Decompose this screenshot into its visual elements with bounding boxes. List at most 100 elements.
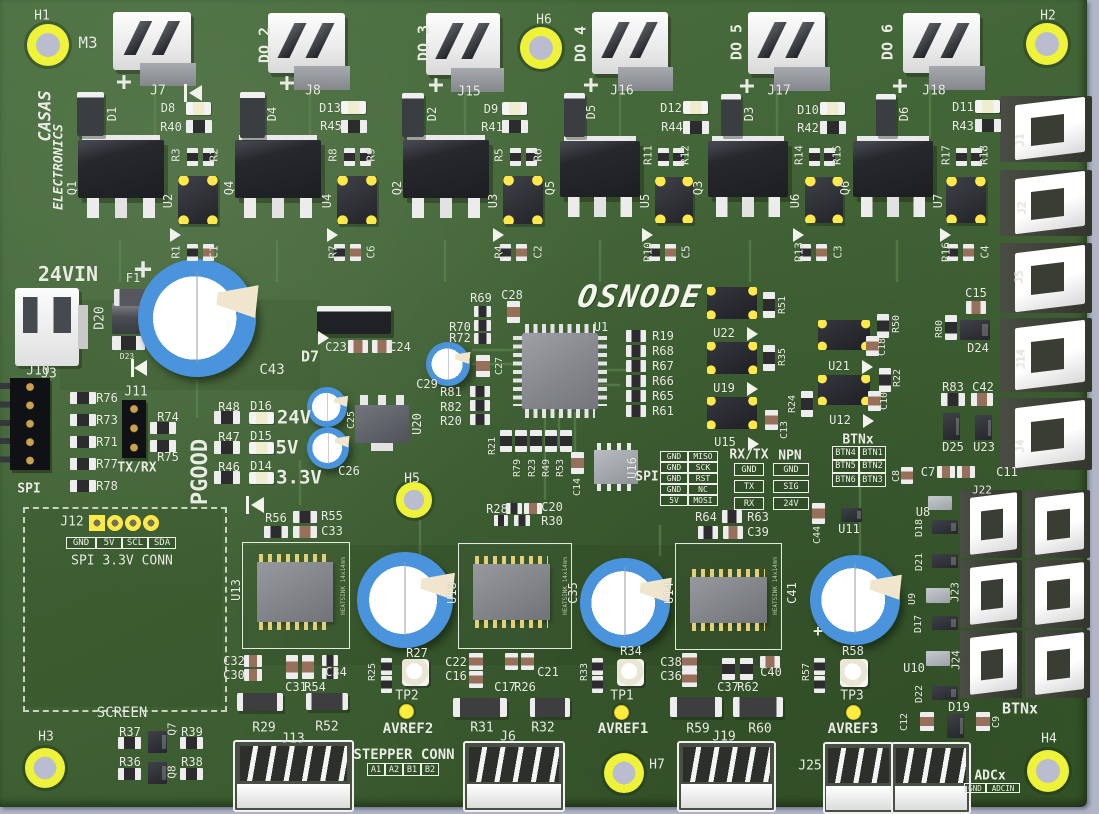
- tri-234: [748, 437, 759, 451]
- silkscreen-r69: R69: [470, 291, 492, 305]
- sotd-63: [841, 508, 862, 522]
- silkscreen-u11: U11: [838, 522, 860, 536]
- capv-202: [516, 244, 527, 261]
- pin-cell-nc: NC: [688, 484, 718, 495]
- capv-203: [665, 244, 676, 261]
- silkscreen-c40: C40: [760, 665, 782, 679]
- silkscreen-r54: R54: [304, 680, 326, 694]
- conn-top-17: [592, 12, 673, 92]
- caph-159: [966, 301, 986, 314]
- silkscreen-r71: R71: [96, 435, 118, 449]
- capv-206: [476, 355, 490, 377]
- resv-198: [722, 658, 735, 680]
- electrolytic-capacitor-89: [580, 558, 670, 648]
- silkscreen-c15: C15: [965, 286, 987, 300]
- silkscreen-r49: R49: [541, 458, 552, 478]
- silkscreen-q1: Q1: [65, 180, 79, 196]
- silkscreen-r83: R83: [942, 380, 964, 394]
- silkscreen-c38: C38: [660, 655, 682, 669]
- sot23-47: [805, 177, 843, 223]
- resh-154: [322, 668, 338, 679]
- pin-cell-adcin: ADCIN: [986, 783, 1020, 793]
- resv-177: [592, 676, 603, 693]
- ledh-103: [249, 412, 274, 424]
- resv-199: [740, 658, 753, 680]
- opto-51: [707, 397, 757, 429]
- silkscreen-do-6: DO 6: [878, 23, 897, 61]
- silkscreen-r79: R79: [512, 458, 523, 478]
- silkscreen-c27: C27: [494, 356, 505, 376]
- silkscreen-r38: R38: [181, 755, 203, 769]
- npn-pinout-row: SIG: [773, 480, 809, 493]
- silkscreen-c41: C41: [785, 582, 799, 604]
- silkscreen-h6: H6: [536, 12, 552, 28]
- dflat-76: [402, 93, 424, 137]
- resh-123: [214, 441, 240, 454]
- mounting-hole-0: [27, 24, 69, 66]
- silkscreen-d17: D17: [913, 614, 924, 634]
- silkscreen-r8: R8: [326, 148, 340, 162]
- sotd-65: [943, 413, 960, 440]
- tri-229: [642, 228, 653, 242]
- opto-50: [707, 342, 757, 374]
- silkscreen-btnx: BTNx: [842, 432, 874, 448]
- dashedbox-244: [23, 507, 227, 712]
- silkscreen-x: +: [133, 252, 153, 287]
- silkscreen-j22: J22: [972, 483, 992, 497]
- ledh-100: [683, 101, 708, 114]
- conn-bot-32: [463, 741, 565, 812]
- silkscreen-j12: J12: [60, 514, 84, 530]
- silkscreen-j6: J6: [500, 729, 516, 745]
- silkscreen-r53: R53: [555, 458, 566, 478]
- silkscreen-c9: C9: [991, 715, 1002, 729]
- resv-172: [879, 368, 891, 392]
- caph-156: [372, 340, 392, 353]
- opto-49: [707, 287, 757, 319]
- mounting-hole-3: [396, 482, 432, 518]
- silkscreen-x: +: [813, 621, 823, 640]
- capv-214: [469, 653, 483, 670]
- sotd-72: [932, 686, 958, 700]
- conn-bot-35: [891, 742, 971, 814]
- pin-cell-b2: B2: [421, 763, 439, 776]
- silkscreen-do-5: DO 5: [727, 23, 746, 61]
- silkscreen-r39: R39: [181, 725, 203, 739]
- soic-57: [690, 569, 767, 631]
- silkscreen-r40: R40: [160, 120, 182, 134]
- ledbig-108: [840, 659, 868, 687]
- silkscreen-u1: U1: [593, 320, 609, 334]
- silkscreen-x: +: [428, 70, 444, 100]
- resh-125: [506, 503, 522, 514]
- test-point-11: [398, 703, 414, 719]
- silkscreen-r77: R77: [96, 457, 118, 471]
- tri-231: [940, 228, 951, 242]
- ledh-104: [249, 442, 274, 454]
- silkscreen-c29: C29: [416, 377, 438, 391]
- capv-221: [901, 467, 913, 484]
- mounting-hole-1: [520, 27, 562, 69]
- silkscreen-c17: C17: [494, 680, 516, 694]
- conn-right-27: [960, 560, 1022, 628]
- silkscreen-d4: D4: [265, 106, 279, 122]
- conn-top-16: [426, 13, 505, 93]
- silkscreen-q5: Q5: [543, 180, 557, 196]
- qfp-54: [513, 324, 607, 418]
- qfp-pin-row: [598, 336, 607, 406]
- resv-169: [763, 345, 775, 371]
- silkscreen-u18: U18: [445, 582, 459, 604]
- silkscreen-d22: D22: [914, 684, 925, 704]
- caph-138: [293, 526, 317, 538]
- silkscreen-do-3: DO 3: [414, 24, 433, 62]
- caph-160: [244, 655, 262, 667]
- blkres-93: [453, 698, 507, 717]
- box-243: [675, 543, 782, 650]
- silkscreen-c18: C18: [877, 337, 888, 357]
- sotd-71: [932, 616, 958, 630]
- pin-cell-sda: SDA: [148, 537, 176, 549]
- resh-139: [941, 393, 965, 406]
